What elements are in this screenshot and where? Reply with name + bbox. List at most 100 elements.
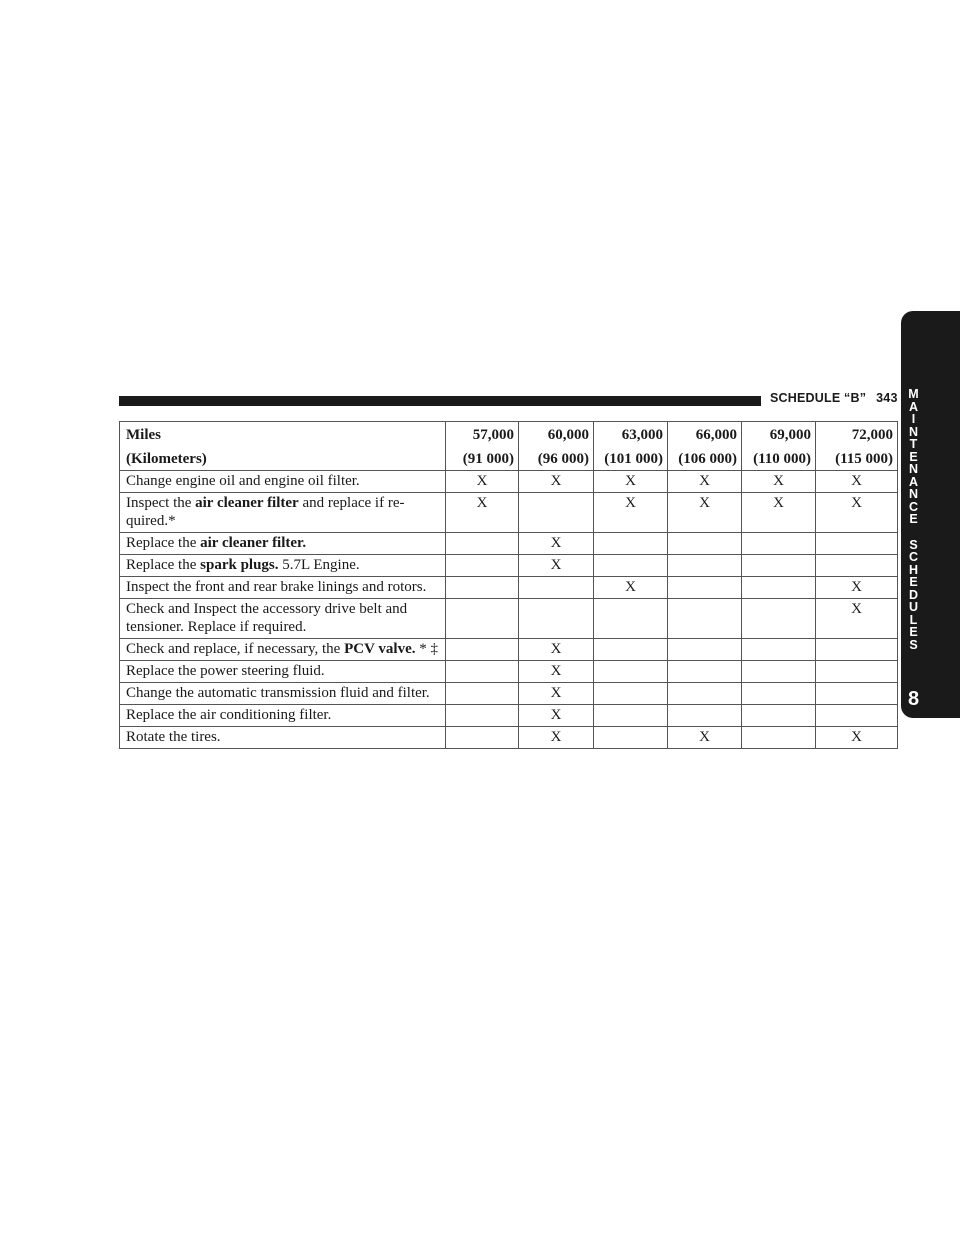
schedule-mark-cell (667, 576, 742, 599)
table-row: Replace the air conditioning filter. X (119, 704, 898, 727)
schedule-mark-cell: X (518, 704, 594, 727)
service-item-text: Inspect the (126, 495, 196, 511)
schedule-mark-cell: X (445, 470, 519, 493)
schedule-mark-cell: X (667, 726, 742, 749)
schedule-mark-cell: X (741, 470, 816, 493)
schedule-mark-cell (815, 704, 898, 727)
table-row: Check and replace, if necessary, the PCV… (119, 638, 898, 661)
schedule-mark-cell (445, 598, 519, 639)
kilometers-label: (Kilometers) (126, 451, 207, 467)
chapter-tab-letter: H (908, 562, 919, 577)
schedule-mark-cell (741, 638, 816, 661)
service-item-text: Inspect the front and rear brake linings… (126, 579, 427, 595)
schedule-mark-cell: X (667, 470, 742, 493)
schedule-mark-cell (593, 532, 668, 555)
chapter-tab-letter: U (908, 600, 919, 614)
schedule-mark-cell: X (445, 492, 519, 533)
interval-km: (91 000) (462, 451, 514, 467)
schedule-mark-cell (741, 576, 816, 599)
chapter-tab-letter: C (908, 499, 919, 514)
interval-km: (106 000) (678, 451, 737, 467)
page-header: SCHEDULE “B”343 (770, 391, 898, 409)
schedule-mark-cell: X (518, 470, 594, 493)
schedule-mark-cell (741, 660, 816, 683)
schedule-mark-cell: X (815, 726, 898, 749)
schedule-mark-cell: X (518, 532, 594, 555)
schedule-mark-cell (667, 660, 742, 683)
service-item-cell: Replace the air conditioning filter. (119, 704, 446, 727)
schedule-mark-cell (667, 704, 742, 727)
interval-miles: 57,000 (472, 427, 514, 443)
schedule-mark-cell (741, 682, 816, 705)
schedule-mark-cell (593, 704, 668, 727)
interval-miles: 72,000 (851, 427, 893, 443)
interval-header: 57,000 (91 000) (445, 421, 519, 471)
schedule-mark-cell: X (815, 470, 898, 493)
chapter-tab-letter: S (909, 637, 918, 652)
schedule-mark-cell: X (518, 638, 594, 661)
schedule-mark-cell: X (518, 660, 594, 683)
schedule-mark-cell: X (593, 470, 668, 493)
service-item-text: Replace the (126, 557, 201, 573)
schedule-mark-cell (667, 682, 742, 705)
service-item-cell: Replace the spark plugs. 5.7L Engine. (119, 554, 446, 577)
chapter-tab-letter: A (908, 399, 919, 414)
service-item-text: Rotate the tires. (126, 729, 221, 745)
table-header-row: Miles(Kilometers) 57,000(91 000) 60,000(… (119, 421, 898, 471)
interval-header: 72,000(115 000) (815, 421, 898, 471)
chapter-tab-letter: A (908, 474, 919, 489)
schedule-mark-cell (445, 638, 519, 661)
chapter-number: 8 (907, 688, 920, 710)
schedule-mark-cell (445, 576, 519, 599)
schedule-mark-cell (445, 554, 519, 577)
service-item-text: Check and Inspect the accessory drive be… (126, 601, 408, 635)
section-title: SCHEDULE “B” (770, 391, 867, 405)
service-item-cell: Inspect the front and rear brake linings… (119, 576, 446, 599)
schedule-mark-cell: X (815, 576, 898, 599)
schedule-mark-cell (518, 492, 594, 533)
service-item-cell: Replace the air cleaner filter. (119, 532, 446, 555)
schedule-mark-cell (741, 726, 816, 749)
chapter-tab-letter: E (909, 575, 918, 589)
chapter-tab-letter: N (908, 487, 919, 501)
schedule-mark-cell (593, 638, 668, 661)
chapter-tab-letter: E (909, 512, 918, 526)
schedule-mark-cell: X (593, 492, 668, 533)
schedule-mark-cell: X (667, 492, 742, 533)
chapter-tab-letter: M (908, 387, 919, 401)
chapter-tab-letter: N (908, 424, 919, 439)
header-label-cell: Miles (Kilometers) (119, 421, 446, 471)
schedule-mark-cell (741, 704, 816, 727)
chapter-tab (901, 311, 960, 718)
schedule-mark-cell (593, 726, 668, 749)
schedule-mark-cell: X (518, 726, 594, 749)
service-item-text: Check and replace, if necessary, the (126, 641, 345, 657)
interval-header: 66,000 (106 000) (667, 421, 742, 471)
schedule-mark-cell: X (815, 598, 898, 639)
table-row: Change engine oil and engine oil filter.… (119, 470, 898, 493)
schedule-mark-cell: X (593, 576, 668, 599)
schedule-mark-cell (815, 554, 898, 577)
service-item-text: * ‡ (415, 641, 438, 657)
interval-header: 69,000(110 000) (741, 421, 816, 471)
miles-label: Miles (126, 427, 161, 443)
schedule-mark-cell (593, 598, 668, 639)
chapter-tab-letter: E (909, 449, 918, 464)
table-row: Inspect the air cleaner filter and repla… (119, 492, 898, 533)
table-row: Rotate the tires. X X X (119, 726, 898, 749)
table-row: Change the automatic transmission fluid … (119, 682, 898, 705)
schedule-mark-cell (593, 682, 668, 705)
table-row: Replace the power steering fluid.X (119, 660, 898, 683)
schedule-mark-cell (593, 554, 668, 577)
service-item-text: 5.7L Engine. (278, 557, 360, 573)
interval-miles: 69,000 (769, 427, 811, 443)
interval-miles: 66,000 (695, 427, 737, 443)
schedule-mark-cell: X (518, 554, 594, 577)
schedule-mark-cell (815, 638, 898, 661)
service-item-cell: Inspect the air cleaner filter and repla… (119, 492, 446, 533)
interval-km: (101 000) (604, 451, 663, 467)
chapter-tab-letter: I (911, 412, 916, 426)
schedule-mark-cell (445, 660, 519, 683)
schedule-mark-cell (667, 532, 742, 555)
schedule-mark-cell (667, 598, 742, 639)
